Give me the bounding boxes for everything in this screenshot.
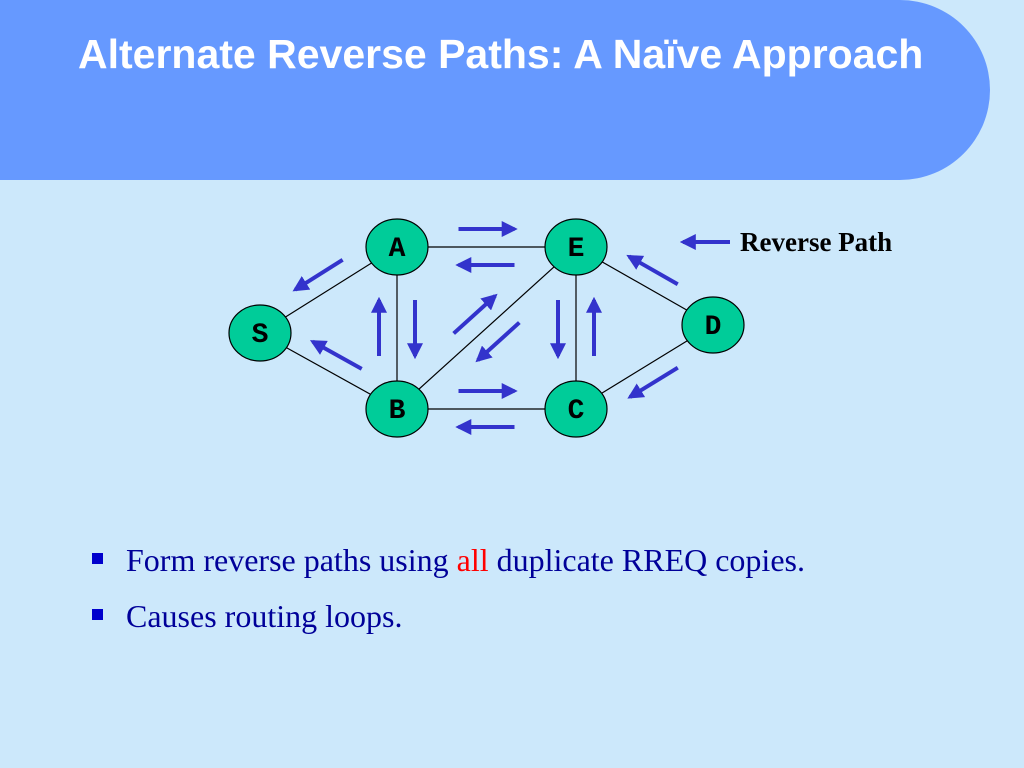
arrow-d-to-e: [626, 254, 679, 286]
node-label: B: [389, 396, 406, 427]
node-circle: [365, 218, 429, 276]
network-diagram: A E S D B C Reverse Path: [228, 218, 892, 438]
square-bullet-icon: [92, 553, 103, 564]
node-label: D: [705, 312, 722, 343]
arrow-a-to-s: [292, 258, 344, 292]
square-bullet-icon: [92, 609, 103, 620]
node-circle: [365, 380, 429, 438]
node-circle: [228, 304, 292, 362]
slide-title: Alternate Reverse Paths: A Naïve Approac…: [78, 31, 924, 77]
arrow-b-to-s: [309, 339, 363, 371]
legend-label: Reverse Path: [740, 227, 892, 257]
bullet-highlight: all: [456, 542, 489, 578]
node-circle: [544, 218, 608, 276]
arrow-d-to-c: [627, 366, 679, 399]
arrow-layer: [292, 221, 679, 435]
arrow-e-to-b: [475, 321, 521, 363]
bullet-text: Causes routing loops.: [126, 598, 403, 634]
node-a: A: [365, 218, 429, 276]
arrow-b-to-e: [452, 293, 498, 335]
bullet-item-2: Causes routing loops.: [90, 596, 890, 636]
node-circle: [544, 380, 608, 438]
bullet-text-rest: duplicate RREQ copies.: [488, 542, 805, 578]
node-label: C: [568, 396, 585, 427]
legend: Reverse Path: [679, 227, 892, 257]
node-circle: [681, 296, 745, 354]
title-bar: [0, 0, 990, 180]
node-layer: A E S D B C: [228, 218, 745, 438]
node-s: S: [228, 304, 292, 362]
node-label: E: [568, 234, 585, 265]
bullet-list: Form reverse paths using all duplicate R…: [90, 540, 890, 652]
edge-b-e: [396, 246, 577, 410]
bullet-item-1: Form reverse paths using all duplicate R…: [90, 540, 890, 580]
node-label: S: [252, 320, 269, 351]
node-e: E: [544, 218, 608, 276]
node-label: A: [389, 234, 406, 265]
node-c: C: [544, 380, 608, 438]
bullet-text: Form reverse paths using: [126, 542, 457, 578]
node-d: D: [681, 296, 745, 354]
node-b: B: [365, 380, 429, 438]
